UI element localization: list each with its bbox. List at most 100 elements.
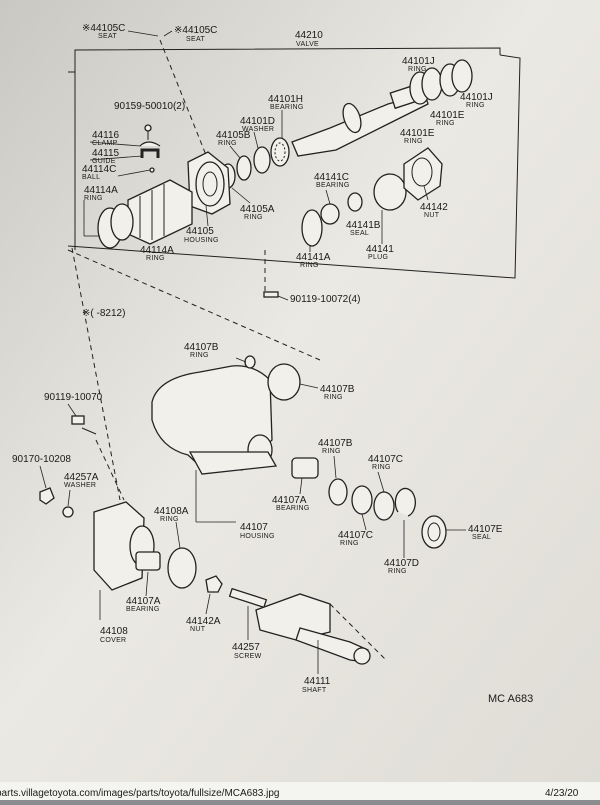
shaft-44111-end: [353, 647, 371, 665]
label-plug-141-num: 44141: [366, 244, 394, 255]
label-cover-108-num: 44108: [100, 626, 128, 637]
label-ring-j1-name: RING: [408, 66, 427, 73]
label-ring-107c1-name: RING: [372, 464, 391, 471]
label-ring-141a-name: RING: [300, 262, 319, 269]
leader-guide: [89, 155, 143, 161]
label-ring-e1-num: 44101E: [430, 110, 465, 121]
leader-ring-105a: [231, 187, 251, 204]
label-shaft-111-num: 44111: [304, 676, 331, 687]
seal-44141b: [347, 192, 363, 212]
label-ball-name: BALL: [82, 174, 100, 181]
label-ring-107d-name: RING: [388, 568, 407, 575]
label-ring-107b1-num: 44107B: [184, 342, 219, 353]
plug-44141: [373, 173, 407, 211]
label-housing-107-num: 44107: [240, 522, 268, 533]
label-clamp-bolt-num: 90159-50010(2): [114, 101, 185, 112]
label-bearing-107a2-num: 44107A: [126, 596, 161, 607]
washer-44101d: [253, 146, 271, 174]
label-nut-142a-name: NUT: [190, 626, 206, 633]
label-bearing-107a2-name: BEARING: [126, 606, 160, 613]
label-ring-107c2-num: 44107C: [338, 530, 373, 541]
gear-housing-group: [39, 355, 447, 665]
label-cover-108-name: COVER: [100, 637, 126, 644]
label-washer-257a-name: WASHER: [64, 482, 96, 489]
diagram-code: MC A683: [488, 693, 533, 705]
label-washer-257a-num: 44257A: [64, 472, 99, 483]
leader-ring-107b3: [333, 455, 337, 479]
label-ring-107d-num: 44107D: [384, 558, 419, 569]
label-ring-107b2-name: RING: [324, 394, 343, 401]
leader-ring-107b2: [299, 383, 319, 389]
washer-44257a: [62, 506, 74, 518]
leader-nut-142: [423, 185, 429, 201]
callout-labels: ※44105C SEAT ※44105C SEAT 44210 VALVE 44…: [12, 23, 503, 694]
label-housing-105-name: HOUSING: [184, 237, 219, 244]
label-screw-257-name: SCREW: [234, 653, 262, 660]
valve-assembly-group: [67, 39, 521, 298]
label-bearing-h-name: BEARING: [270, 104, 304, 111]
guide-dash-a: [67, 249, 321, 361]
label-seal-141b-num: 44141B: [346, 220, 381, 231]
label-bearing-107a1-name: BEARING: [276, 505, 310, 512]
label-ring-114a2-num: 44114A: [140, 245, 174, 256]
nut-44142a: [205, 575, 223, 593]
leader-seat2: [163, 30, 173, 37]
label-ring-107b2-num: 44107B: [320, 384, 355, 395]
label-seat1-num: ※44105C: [82, 23, 125, 34]
label-guide-num: 44115: [92, 148, 120, 159]
label-bearing-107a1-num: 44107A: [272, 495, 307, 506]
ring-44101j-b: [451, 59, 473, 93]
label-ball-num: 44114C: [82, 164, 116, 175]
ring-44107b-mid: [328, 478, 348, 506]
label-ring-108a-num: 44108A: [154, 506, 189, 517]
ring-44107c-b: [373, 491, 395, 521]
label-bearing-h-num: 44101H: [268, 94, 303, 105]
source-url-fragment: parts.villagetoyota.com/images/parts/toy…: [0, 788, 279, 799]
label-housing-105-num: 44105: [186, 226, 214, 237]
leader-bolt-right: [277, 295, 289, 301]
leader-seat1: [127, 30, 159, 37]
label-ring-105a-num: 44105A: [240, 204, 275, 215]
label-shaft-111-name: SHAFT: [302, 687, 327, 694]
label-clamp-num: 44116: [92, 130, 120, 141]
leader-bearing-107a2: [145, 571, 149, 597]
label-ring-105a-name: RING: [244, 214, 263, 221]
shaft-44111-sector: [255, 593, 331, 641]
bolt-dash-line-left: [95, 439, 125, 501]
label-ring-107b3-num: 44107B: [318, 438, 353, 449]
leader-ring-107c2: [361, 513, 367, 531]
label-seal-107e-name: SEAL: [472, 534, 491, 541]
leader-washer-257a: [67, 489, 71, 507]
ring-44107c-a: [351, 485, 373, 515]
leader-ring-105b: [229, 145, 241, 159]
label-valve-name: VALVE: [296, 41, 319, 48]
valve-collar: [342, 102, 362, 134]
label-ring-e2-num: 44101E: [400, 128, 435, 139]
label-seat1-name: SEAT: [98, 33, 117, 40]
label-ring-j1-num: 44101J: [402, 56, 435, 67]
label-ring-107b1-name: RING: [190, 352, 209, 359]
seal-44107e: [421, 515, 447, 549]
label-nut-142-num: 44142: [420, 202, 448, 213]
housing-44105-bore: [202, 171, 218, 197]
leader-nut-142a: [205, 593, 211, 615]
bearing-44101h-rollers: [274, 142, 286, 162]
bearing-44107a-lower: [135, 551, 161, 571]
ring-44107d: [394, 487, 416, 517]
label-washer-d-name: WASHER: [242, 126, 274, 133]
leader-bearing-141c: [325, 189, 331, 205]
label-ring-114a1-name: RING: [84, 195, 103, 202]
label-valve-num: 44210: [295, 30, 323, 41]
label-ring-141a-num: 44141A: [296, 252, 331, 263]
nut-44142: [403, 147, 443, 201]
date-fragment: 4/23/20: [545, 788, 579, 799]
label-housing-107-name: HOUSING: [240, 533, 275, 540]
label-ring-107c2-name: RING: [340, 540, 359, 547]
label-screw-257-num: 44257: [232, 642, 260, 653]
label-ring-105b-num: 44105B: [216, 130, 251, 141]
label-seal-107e-num: 44107E: [468, 524, 503, 535]
label-bolt-left-num: 90119-10070: [44, 392, 103, 403]
label-seal-141b-name: SEAL: [350, 230, 369, 237]
label-ring-107b3-name: RING: [322, 448, 341, 455]
